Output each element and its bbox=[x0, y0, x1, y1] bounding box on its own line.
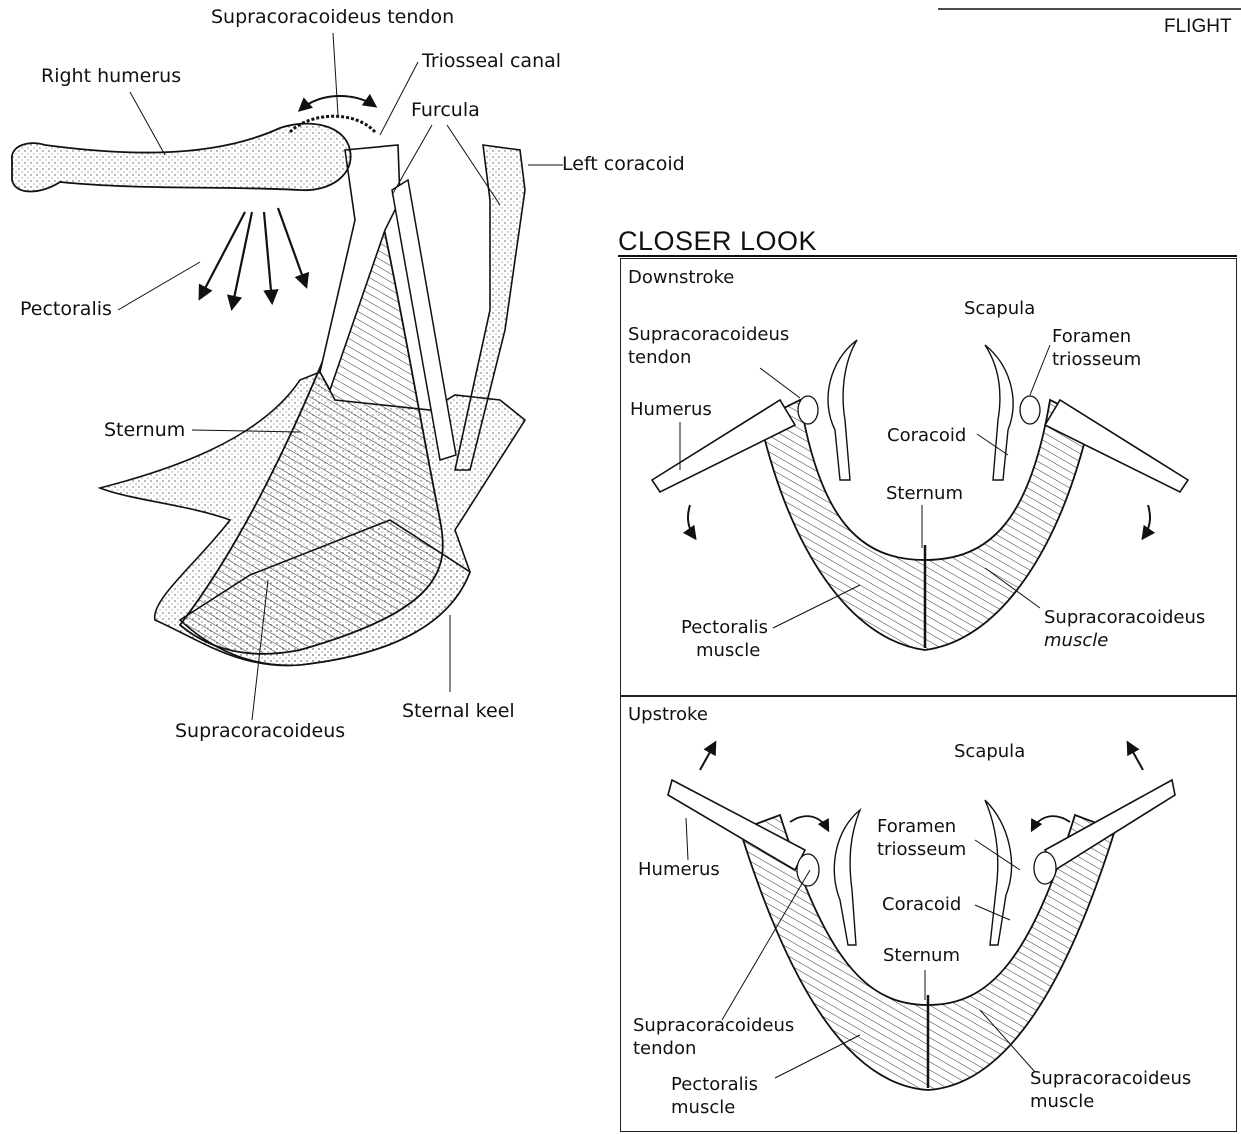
label-triosseal-canal: Triosseal canal bbox=[422, 50, 561, 73]
up-label-humerus: Humerus bbox=[638, 859, 720, 881]
humerus-shape bbox=[12, 124, 351, 192]
up-label-supra-tendon-2: tendon bbox=[633, 1038, 696, 1060]
up-label-supra-tendon-1: Supracoracoideus bbox=[633, 1015, 794, 1037]
up-label-coracoid: Coracoid bbox=[882, 894, 961, 916]
closer-look-title: CLOSER LOOK bbox=[618, 226, 817, 257]
down-label-supra-tendon-1: Supracoracoideus bbox=[628, 324, 789, 346]
label-furcula: Furcula bbox=[411, 99, 480, 122]
up-label-pectoralis-2: muscle bbox=[671, 1097, 735, 1119]
supracoracoideus-muscle-shape bbox=[180, 210, 443, 654]
down-label-foramen-1: Foramen bbox=[1052, 326, 1131, 348]
main-skeleton-figure bbox=[12, 33, 563, 720]
down-label-scapula: Scapula bbox=[964, 298, 1035, 320]
label-left-coracoid: Left coracoid bbox=[562, 153, 685, 176]
up-label-sternum: Sternum bbox=[883, 945, 960, 967]
label-right-humerus: Right humerus bbox=[41, 65, 181, 88]
up-label-scapula: Scapula bbox=[954, 741, 1025, 763]
down-label-supra-muscle-1: Supracoracoideus bbox=[1044, 607, 1205, 629]
down-label-pectoralis-1: Pectoralis bbox=[681, 617, 768, 639]
down-label-coracoid: Coracoid bbox=[887, 425, 966, 447]
downstroke-title: Downstroke bbox=[628, 267, 734, 289]
down-label-pectoralis-2: muscle bbox=[696, 640, 760, 662]
label-sternum: Sternum bbox=[104, 419, 185, 442]
up-label-supra-muscle-1: Supracoracoideus bbox=[1030, 1068, 1191, 1090]
down-label-supra-tendon-2: tendon bbox=[628, 347, 691, 369]
up-label-pectoralis-1: Pectoralis bbox=[671, 1074, 758, 1096]
up-label-foramen-1: Foramen bbox=[877, 816, 956, 838]
down-label-supra-muscle-2: muscle bbox=[1044, 630, 1108, 652]
up-label-foramen-2: triosseum bbox=[877, 839, 966, 861]
upstroke-title: Upstroke bbox=[628, 704, 708, 726]
down-label-foramen-2: triosseum bbox=[1052, 349, 1141, 371]
up-label-supra-muscle-2: muscle bbox=[1030, 1091, 1094, 1113]
label-pectoralis: Pectoralis bbox=[20, 298, 112, 321]
label-supracoracoideus: Supracoracoideus bbox=[175, 720, 345, 743]
down-label-humerus: Humerus bbox=[630, 399, 712, 421]
label-sternal-keel: Sternal keel bbox=[402, 700, 515, 723]
down-label-sternum: Sternum bbox=[886, 483, 963, 505]
label-supracoracoideus-tendon: Supracoracoideus tendon bbox=[211, 6, 454, 29]
